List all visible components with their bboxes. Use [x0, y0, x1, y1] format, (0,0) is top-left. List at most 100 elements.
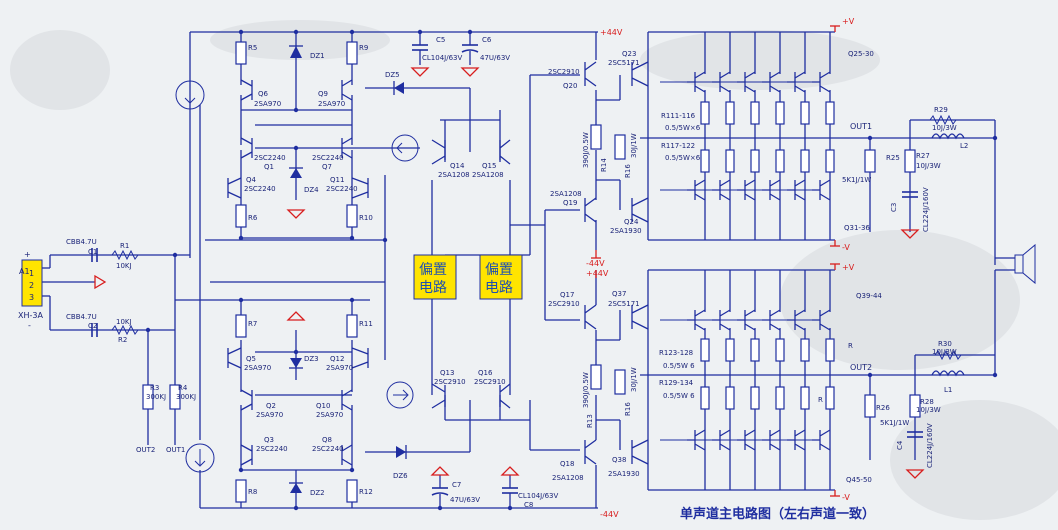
r25-label: R25 — [886, 154, 900, 162]
transistor-q19 — [584, 197, 597, 223]
bias-circuit-box-left — [413, 254, 457, 300]
output-emitter-resistor-0-2 — [750, 101, 760, 125]
rail-n44-mid: -44V — [586, 259, 605, 268]
r27-value: 10J/3W — [916, 162, 941, 170]
resistor-r30 — [934, 349, 962, 361]
r1-value: 10KJ — [116, 262, 132, 270]
resistor-r29 — [929, 114, 957, 126]
dz5-label: DZ5 — [385, 71, 400, 79]
q9-type: 2SA970 — [318, 100, 345, 108]
rail-pv-bottom: +V — [842, 263, 855, 272]
zener-dz6 — [396, 446, 406, 458]
input-out1-label: OUT1 — [166, 446, 185, 454]
r16b-value: 30J/1W — [630, 367, 638, 392]
q14-type: 2SA1208 — [438, 171, 470, 179]
transistor-q3 — [240, 444, 253, 466]
resistor-r8 — [235, 479, 247, 503]
transistor-q20 — [584, 61, 597, 87]
zener-dz2 — [290, 483, 302, 493]
q4-label: Q4 — [246, 176, 257, 184]
resistor-r9 — [346, 41, 358, 65]
q10-label: Q10 — [316, 402, 330, 410]
q15-type: 2SA1208 — [472, 171, 504, 179]
output-emitter-resistor-2-2 — [750, 338, 760, 362]
output-emitter-resistor-1-0 — [700, 149, 710, 173]
q14-label: Q14 — [450, 162, 465, 170]
transistor-q12 — [351, 347, 369, 369]
bias-circuit-box-right — [479, 254, 523, 300]
current-source-bottom-icon — [185, 443, 215, 473]
dz2-label: DZ2 — [310, 489, 325, 497]
r117-value: 0.5/5W×6 — [665, 154, 701, 162]
input-out2-label: OUT2 — [136, 446, 155, 454]
output-transistor-array — [660, 32, 835, 490]
q1-label: Q1 — [264, 163, 274, 171]
c3-value: CL224J/160V — [922, 187, 930, 232]
connector-model-label: XH-3A — [18, 311, 43, 320]
l1-label: L1 — [944, 386, 952, 394]
output-emitter-resistor-3-3 — [775, 386, 785, 410]
rail-n44-bottom: -44V — [600, 510, 619, 519]
output-emitter-resistor-1-1 — [725, 149, 735, 173]
zener-dz1 — [290, 46, 302, 58]
output-emitter-resistor-2-5 — [825, 338, 835, 362]
r14-label: R14 — [600, 158, 608, 172]
r8-label: R8 — [248, 488, 257, 496]
output-emitter-resistor-0-5 — [825, 101, 835, 125]
resistor-r16a — [614, 134, 626, 160]
input-connector — [21, 259, 43, 307]
resistor-r1 — [111, 249, 139, 261]
q16-label: Q16 — [478, 369, 493, 377]
diagram-title: 单声道主电路图（左右声道一致） — [680, 506, 875, 522]
dz3-label: DZ3 — [304, 355, 319, 363]
r9-label: R9 — [359, 44, 368, 52]
current-source-top-icon — [175, 80, 205, 110]
r7-label: R7 — [248, 320, 257, 328]
input-plus-label: + — [24, 250, 31, 259]
r4-value: 300KJ — [176, 393, 196, 401]
r5-label: R5 — [248, 44, 257, 52]
connector-pin-3: 3 — [29, 293, 34, 302]
transistor-q6 — [240, 79, 253, 101]
q12-type: 2SA970 — [326, 364, 353, 372]
q7-label: Q7 — [322, 163, 332, 171]
connector-pin-1: 1 — [29, 269, 34, 278]
zener-dz3 — [290, 358, 302, 368]
r26-value: 5K1J/1W — [880, 419, 909, 427]
q16-type: 2SC2910 — [474, 378, 506, 386]
input-minus-label: - — [28, 321, 31, 330]
r123-value: 0.5/5W 6 — [663, 362, 695, 370]
rail-nv-top: -V — [842, 243, 850, 252]
q4-type: 2SC2240 — [244, 185, 276, 193]
resistor-r25 — [864, 149, 876, 173]
transistor-q14 — [431, 139, 446, 165]
output-emitter-resistor-1-2 — [750, 149, 760, 173]
q18-label: Q18 — [560, 460, 574, 468]
r28-value: 10J/3W — [916, 406, 941, 414]
rail-pv-top: +V — [842, 17, 855, 26]
transistor-q8 — [341, 444, 353, 466]
q11-label: Q11 — [330, 176, 344, 184]
q38-type: 2SA1930 — [608, 470, 640, 478]
l2-label: L2 — [960, 142, 968, 150]
resistor-r27 — [904, 149, 916, 173]
transistor-q16 — [499, 383, 511, 409]
r129-label: R129-134 — [659, 379, 694, 387]
r129-value: 0.5/5W 6 — [663, 392, 695, 400]
wires — [40, 31, 1015, 509]
q23-label: Q23 — [622, 50, 636, 58]
r30-value: 10J/3W — [932, 348, 957, 356]
resistor-r2 — [111, 324, 139, 336]
connector-name-label: A1 — [19, 267, 30, 276]
q20-type: 2SC2910 — [548, 68, 580, 76]
r25-value: 5K1J/1W — [842, 176, 871, 184]
cap-c1-name: C1 — [88, 248, 97, 256]
transistor-q1 — [240, 137, 253, 159]
q38-label: Q38 — [612, 456, 626, 464]
output-emitter-resistor-3-5 — [825, 386, 835, 410]
c5-value: CL104J/63V — [422, 54, 462, 62]
r11-label: R11 — [359, 320, 373, 328]
bias-label-right-line2: 电路 — [485, 280, 513, 296]
q3-label: Q3 — [264, 436, 274, 444]
